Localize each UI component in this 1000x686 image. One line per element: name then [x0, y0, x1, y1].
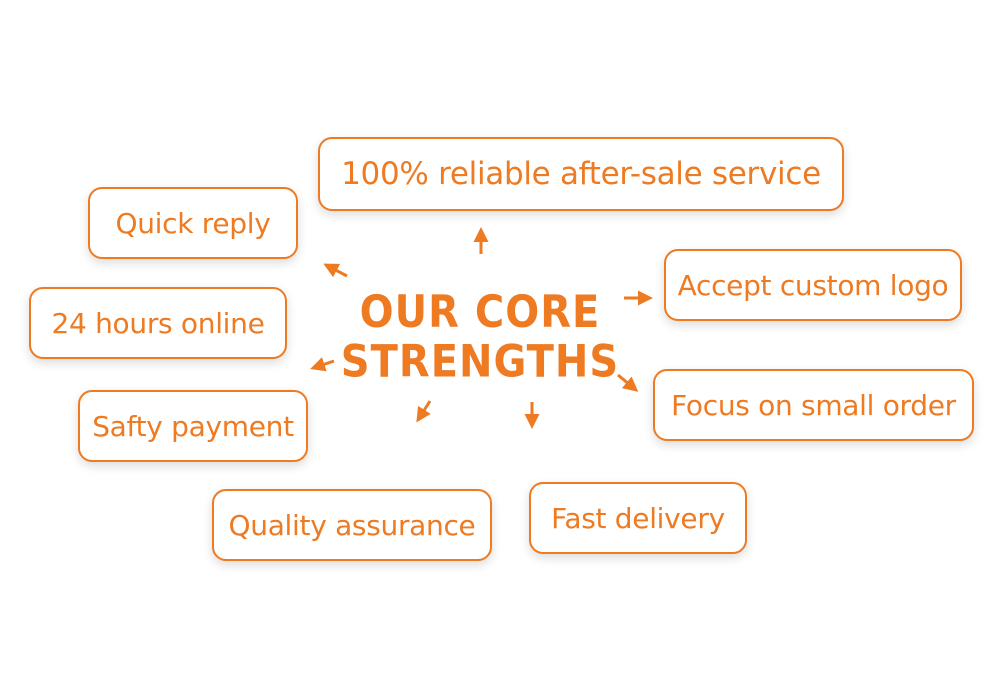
strength-24h-online-box: 24 hours online	[29, 287, 287, 359]
arrow-up-left-icon	[323, 263, 348, 278]
strength-quick-reply-box: Quick reply	[88, 187, 298, 259]
strength-custom-logo-label: Accept custom logo	[677, 268, 949, 302]
strength-small-order-label: Focus on small order	[671, 388, 956, 422]
strength-quality-box: Quality assurance	[212, 489, 492, 561]
strength-24h-online-label: 24 hours online	[51, 306, 265, 340]
strength-small-order-box: Focus on small order	[653, 369, 974, 441]
strength-after-sale-box: 100% reliable after-sale service	[318, 137, 844, 211]
strength-fast-delivery-box: Fast delivery	[529, 482, 747, 554]
strength-quality-label: Quality assurance	[228, 508, 476, 542]
strength-payment-label: Safty payment	[92, 409, 294, 443]
title-line-1: OUR CORE	[359, 286, 601, 339]
strength-payment-box: Safty payment	[78, 390, 308, 462]
strength-fast-delivery-label: Fast delivery	[551, 501, 725, 535]
core-strengths-title: OUR CORE STRENGTHS	[340, 288, 620, 387]
title-line-2: STRENGTHS	[340, 336, 620, 388]
arrow-down-right-icon	[617, 373, 639, 392]
arrow-left-icon	[310, 357, 335, 372]
strength-custom-logo-box: Accept custom logo	[664, 249, 962, 321]
strength-after-sale-label: 100% reliable after-sale service	[341, 156, 821, 192]
arrow-down-left-icon	[416, 400, 432, 423]
strength-quick-reply-label: Quick reply	[115, 206, 271, 240]
